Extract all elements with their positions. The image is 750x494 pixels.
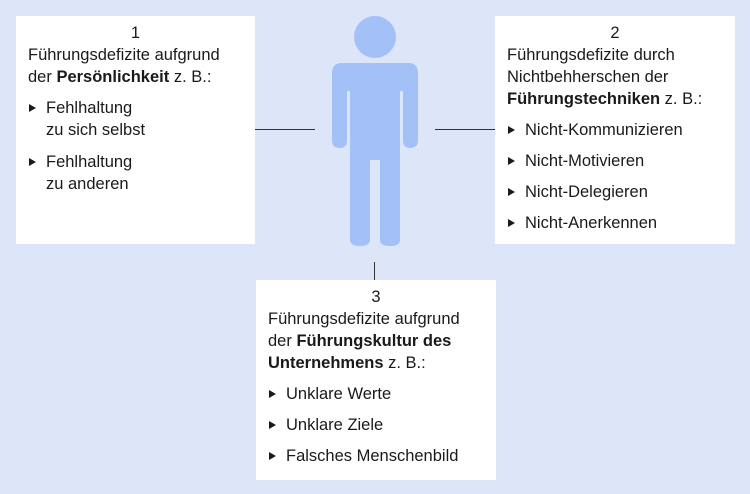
description-line: Führungsdefizite aufgrund bbox=[28, 46, 220, 64]
description-text: z. B.: bbox=[169, 68, 212, 86]
description-bold: Führungskultur des bbox=[296, 332, 452, 350]
list-item: Unklare Ziele bbox=[268, 414, 496, 436]
description-text: der bbox=[28, 68, 57, 86]
example-list: Unklare Werte Unklare Ziele Falsches Men… bbox=[268, 383, 496, 467]
box-description: Führungsdefizite aufgrund der Führungsku… bbox=[268, 308, 496, 374]
description-line: Nichtbehherschen der bbox=[507, 68, 669, 86]
box-personality-deficits: 1 Führungsdefizite aufgrund der Persönli… bbox=[16, 16, 255, 244]
list-item-line: Fehlhaltung bbox=[46, 99, 133, 117]
description-bold: Persönlichkeit bbox=[56, 68, 170, 86]
description-text: z. B.: bbox=[660, 90, 703, 108]
description-bold: Führungstechniken bbox=[507, 90, 661, 108]
person-silhouette-icon bbox=[332, 16, 418, 246]
connector-bottom bbox=[374, 262, 375, 280]
connector-right bbox=[435, 129, 495, 130]
list-item: Fehlhaltung zu anderen bbox=[28, 151, 255, 195]
description-bold: Unternehmens bbox=[268, 354, 384, 372]
box-number: 2 bbox=[610, 24, 620, 42]
description-line: Führungsdefizite aufgrund bbox=[268, 310, 460, 328]
box-technique-deficits: 2 Führungsdefizite durch Nichtbehhersche… bbox=[495, 16, 735, 244]
list-item-line: zu anderen bbox=[46, 175, 129, 193]
example-list: Fehlhaltung zu sich selbst Fehlhaltung z… bbox=[28, 97, 255, 195]
list-item: Nicht-Delegieren bbox=[507, 181, 735, 203]
list-item: Nicht-Kommunizieren bbox=[507, 119, 735, 141]
list-item: Nicht-Motivieren bbox=[507, 150, 735, 172]
box-number: 1 bbox=[130, 24, 141, 42]
connector-left bbox=[255, 129, 315, 130]
description-text: z. B.: bbox=[383, 354, 426, 372]
list-item-line: Fehlhaltung bbox=[46, 153, 133, 171]
example-list: Nicht-Kommunizieren Nicht-Motivieren Nic… bbox=[507, 119, 735, 234]
box-culture-deficits: 3 Führungsdefizite aufgrund der Führungs… bbox=[256, 280, 496, 480]
box-description: Führungsdefizite aufgrund der Persönlich… bbox=[28, 44, 255, 88]
list-item: Falsches Menschenbild bbox=[268, 445, 496, 467]
description-text: der bbox=[268, 332, 297, 350]
list-item: Nicht-Anerkennen bbox=[507, 212, 735, 234]
list-item-line: zu sich selbst bbox=[46, 121, 146, 139]
list-item: Fehlhaltung zu sich selbst bbox=[28, 97, 255, 141]
description-line: Führungsdefizite durch bbox=[507, 46, 675, 64]
box-number: 3 bbox=[371, 288, 381, 306]
box-description: Führungsdefizite durch Nichtbehherschen … bbox=[507, 44, 735, 110]
list-item: Unklare Werte bbox=[268, 383, 496, 405]
